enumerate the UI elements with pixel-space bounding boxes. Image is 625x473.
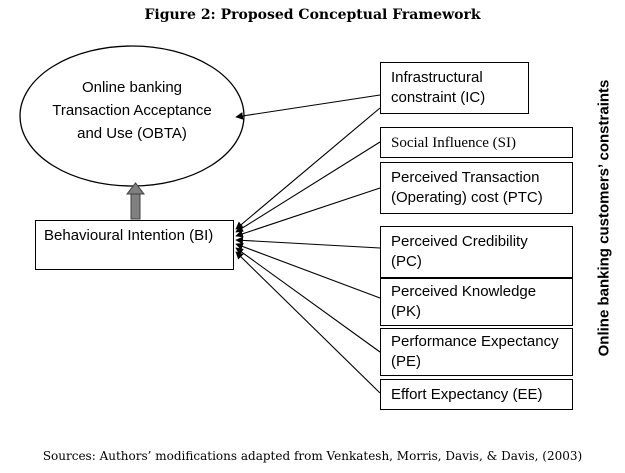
construct-label-pe: Performance Expectancy (PE) — [391, 333, 559, 370]
arrow-pc-to-bi — [235, 236, 381, 249]
bi-to-obta-arrow — [125, 182, 146, 220]
arrow-ee-to-bi — [235, 251, 381, 394]
arrow-ic-to-bi — [235, 107, 381, 230]
construct-box-pk: Perceived Knowledge (PK) — [380, 278, 573, 326]
behavioural-intention-label: Behavioural Intention (BI) — [44, 227, 214, 244]
construct-box-pc: Perceived Credibility (PC) — [380, 226, 573, 278]
construct-label-pc: Perceived Credibility (PC) — [391, 233, 528, 270]
construct-label-ee: Effort Expectancy (EE) — [391, 385, 543, 403]
construct-box-ptc: Perceived Transaction (Operating) cost (… — [380, 162, 573, 214]
construct-label-ic: Infrastructural constraint (IC) — [391, 69, 486, 106]
arrow-ic-to-obta — [235, 94, 381, 120]
construct-box-ee: Effort Expectancy (EE) — [380, 379, 573, 410]
construct-label-si: Social Influence (SI) — [391, 134, 516, 151]
construct-box-si: Social Influence (SI) — [380, 127, 573, 158]
construct-box-ic: Infrastructural constraint (IC) — [380, 62, 529, 114]
arrow-si-to-bi — [235, 141, 381, 233]
side-label: Online banking customers’ constraints — [595, 79, 613, 357]
behavioural-intention-box: Behavioural Intention (BI) — [35, 220, 234, 270]
source-caption: Sources: Authors’ modifications adapted … — [42, 449, 583, 463]
obta-label: Online banking Transaction Acceptance an… — [52, 79, 212, 142]
arrow-pe-to-bi — [235, 247, 381, 353]
figure-title: Figure 2: Proposed Conceptual Framework — [144, 7, 481, 23]
construct-box-pe: Performance Expectancy (PE) — [380, 328, 573, 376]
construct-label-ptc: Perceived Transaction (Operating) cost (… — [391, 169, 543, 206]
construct-label-pk: Perceived Knowledge (PK) — [391, 283, 537, 320]
arrow-ptc-to-bi — [235, 187, 381, 238]
arrow-pk-to-bi — [235, 242, 381, 299]
